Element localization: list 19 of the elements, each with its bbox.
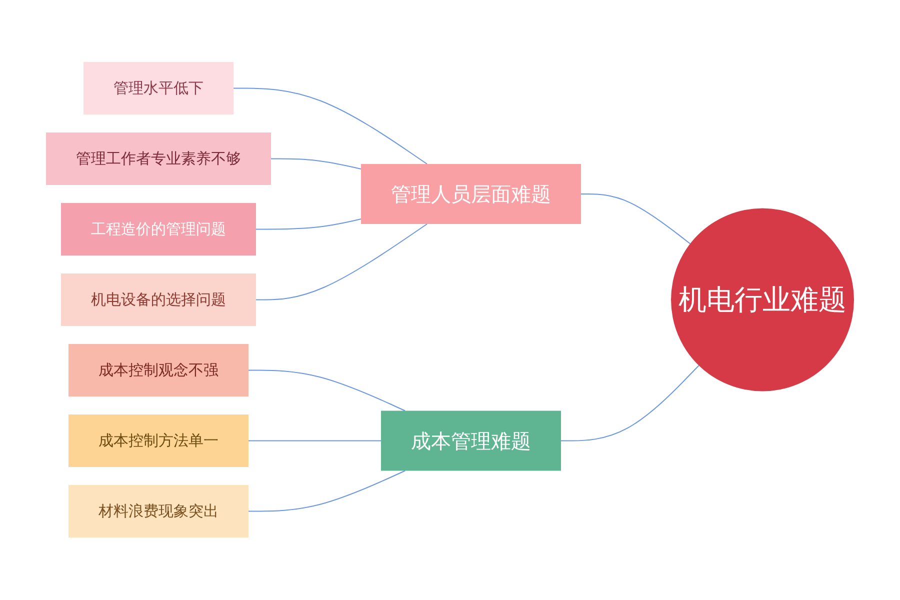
node-box: 管理工作者专业素养不够: [46, 132, 271, 186]
connector: [270, 158, 362, 170]
node-box: 成本控制观念不强: [68, 344, 248, 397]
node-box: 管理人员层面难题: [361, 164, 581, 224]
node-box: 成本管理难题: [381, 411, 561, 471]
connector: [248, 370, 406, 412]
node-box: 成本控制方法单一: [68, 414, 248, 468]
node-box: 材料浪费现象突出: [68, 485, 248, 538]
connector: [560, 365, 700, 442]
node-box: 机电设备的选择问题: [61, 274, 256, 326]
connector: [580, 194, 691, 244]
connector: [248, 470, 406, 512]
node-box: 管理水平低下: [84, 62, 234, 115]
connector: [256, 224, 428, 300]
connector: [233, 88, 428, 165]
node-box: 工程造价的管理问题: [61, 203, 256, 256]
node-circle: 机电行业难题: [671, 208, 854, 392]
connector: [248, 440, 382, 442]
connector: [256, 218, 362, 230]
